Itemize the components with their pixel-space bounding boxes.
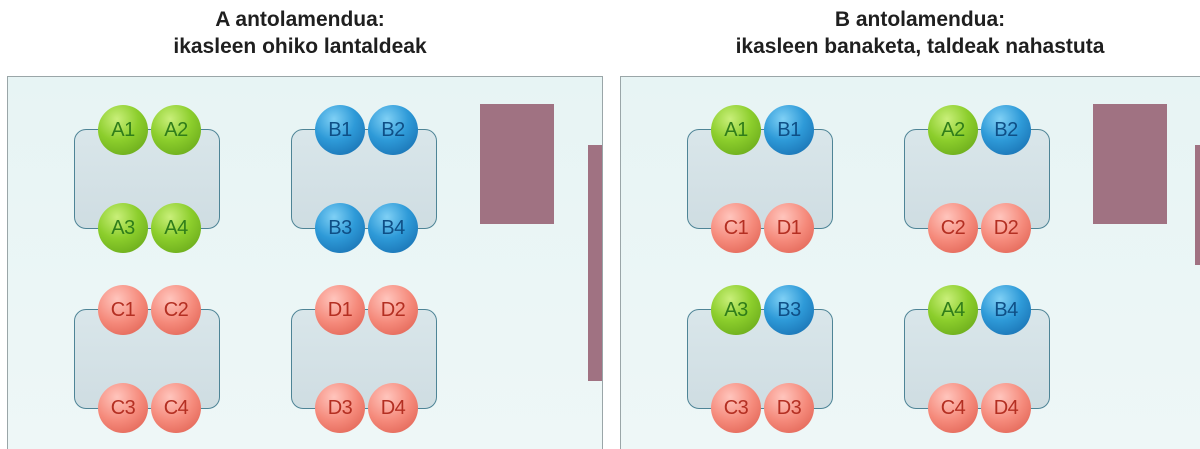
wall-board bbox=[588, 145, 602, 381]
student-seat: D4 bbox=[368, 383, 418, 433]
student-seat: D2 bbox=[981, 203, 1031, 253]
panel-b-subtitle: ikasleen banaketa, taldeak nahastuta bbox=[735, 35, 1105, 58]
student-seat: A1 bbox=[711, 105, 761, 155]
classroom-panel-b: A1 B1 C1 D1 A2 B2 C2 D2 A3 B3 C3 D3 A4 B… bbox=[620, 76, 1200, 449]
student-seat: C2 bbox=[928, 203, 978, 253]
student-seat: A3 bbox=[98, 203, 148, 253]
table-group bbox=[904, 309, 1050, 409]
table-group bbox=[291, 309, 437, 409]
student-seat: B1 bbox=[764, 105, 814, 155]
panel-b-title: B antolamendua: bbox=[834, 8, 1006, 31]
panel-a-heading: A antolamendua: ikasleen ohiko lantaldea… bbox=[20, 6, 580, 60]
student-seat: B2 bbox=[981, 105, 1031, 155]
student-seat: C1 bbox=[98, 285, 148, 335]
student-seat: D3 bbox=[764, 383, 814, 433]
student-seat: A4 bbox=[151, 203, 201, 253]
teacher-board bbox=[1093, 104, 1167, 224]
table-group bbox=[687, 129, 833, 229]
student-seat: D4 bbox=[981, 383, 1031, 433]
student-seat: C1 bbox=[711, 203, 761, 253]
student-seat: B1 bbox=[315, 105, 365, 155]
student-seat: B4 bbox=[368, 203, 418, 253]
student-seat: A2 bbox=[151, 105, 201, 155]
panel-a-title: A antolamendua: bbox=[215, 8, 385, 31]
student-seat: D1 bbox=[315, 285, 365, 335]
student-seat: A4 bbox=[928, 285, 978, 335]
student-seat: B2 bbox=[368, 105, 418, 155]
student-seat: D2 bbox=[368, 285, 418, 335]
student-seat: D3 bbox=[315, 383, 365, 433]
student-seat: A3 bbox=[711, 285, 761, 335]
table-group bbox=[74, 129, 220, 229]
student-seat: D1 bbox=[764, 203, 814, 253]
student-seat: C2 bbox=[151, 285, 201, 335]
student-seat: C3 bbox=[98, 383, 148, 433]
student-seat: A1 bbox=[98, 105, 148, 155]
wall-board bbox=[1195, 145, 1200, 265]
table-group bbox=[291, 129, 437, 229]
classroom-panel-a: A1 A2 A3 A4 B1 B2 B3 B4 C1 C2 C3 C4 D1 D… bbox=[7, 76, 603, 449]
student-seat: A2 bbox=[928, 105, 978, 155]
student-seat: B3 bbox=[764, 285, 814, 335]
student-seat: C4 bbox=[151, 383, 201, 433]
student-seat: B3 bbox=[315, 203, 365, 253]
panel-b-heading: B antolamendua: ikasleen banaketa, talde… bbox=[640, 6, 1200, 60]
student-seat: C3 bbox=[711, 383, 761, 433]
table-group bbox=[687, 309, 833, 409]
table-group bbox=[74, 309, 220, 409]
student-seat: B4 bbox=[981, 285, 1031, 335]
teacher-board bbox=[480, 104, 554, 224]
table-group bbox=[904, 129, 1050, 229]
student-seat: C4 bbox=[928, 383, 978, 433]
panel-a-subtitle: ikasleen ohiko lantaldeak bbox=[173, 35, 427, 58]
